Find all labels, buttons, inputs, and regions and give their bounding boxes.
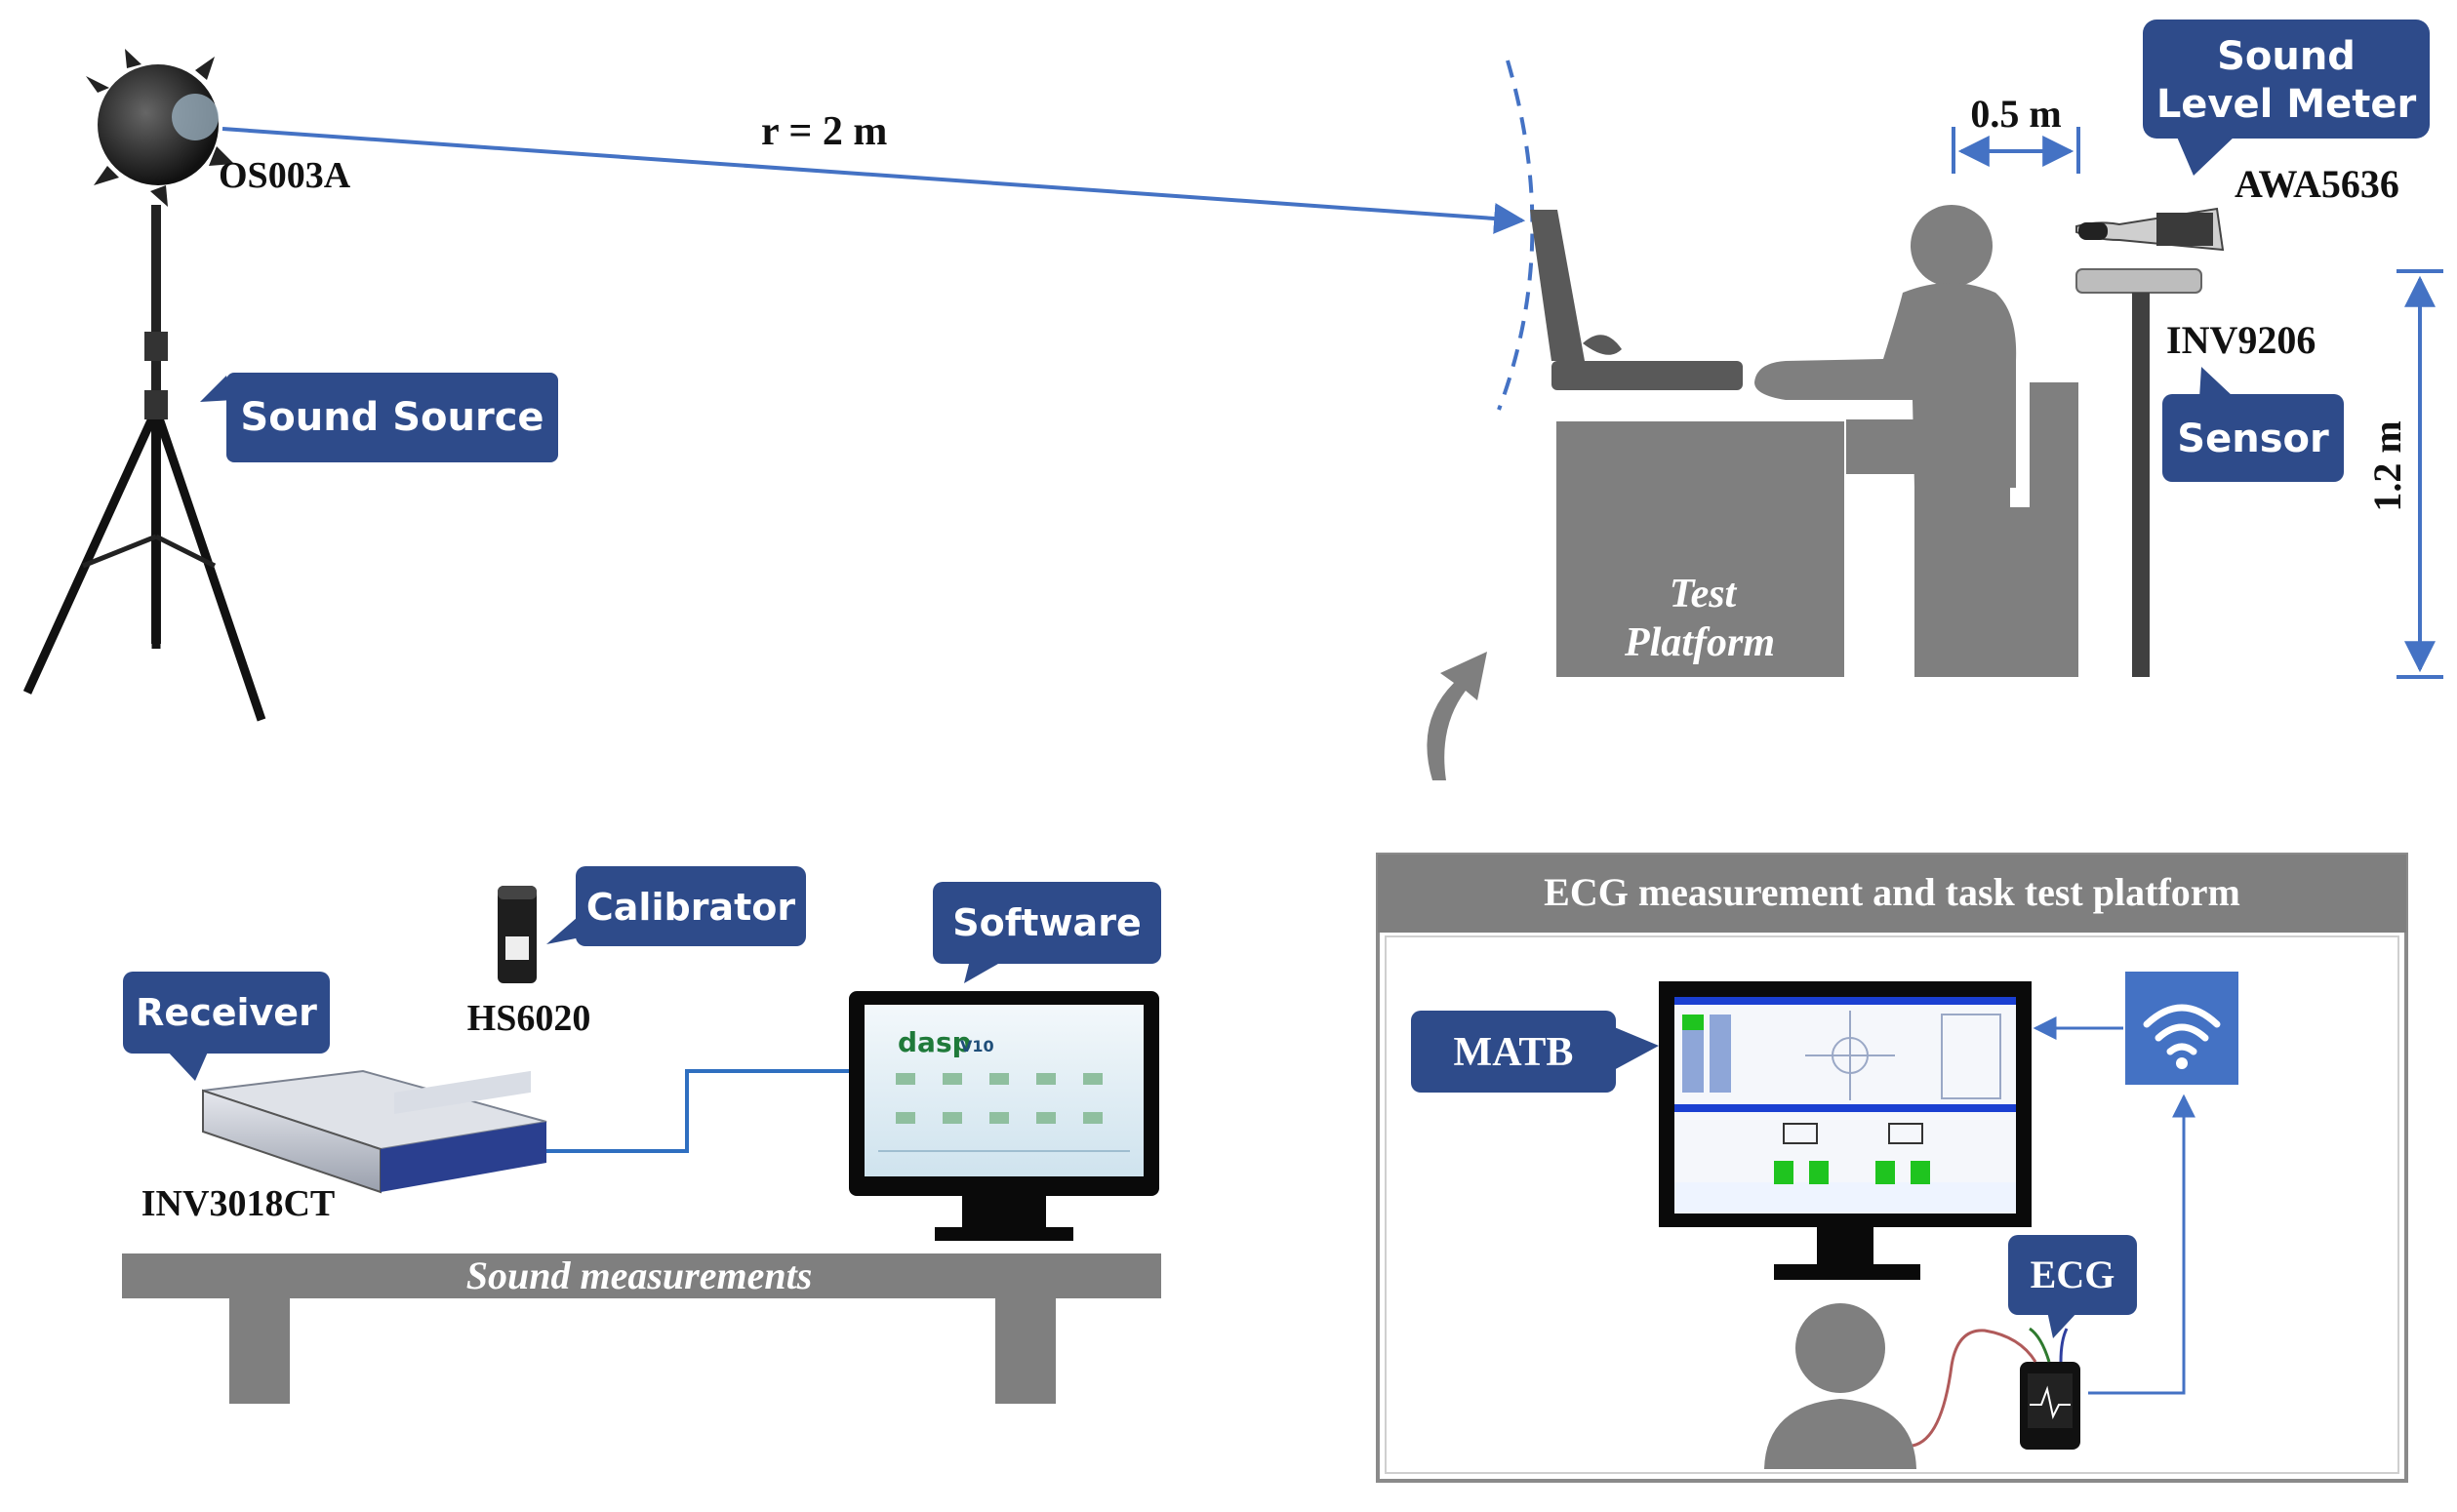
subject-person-icon <box>1764 1303 1916 1469</box>
ecg-to-wifi-arrow <box>2088 1094 2195 1395</box>
monitor-icon <box>1659 981 2032 1280</box>
receiver-callout: Receiver <box>123 972 330 1081</box>
spacing-label: 0.5 m <box>1970 92 2061 136</box>
calibrator-callout: Calibrator <box>546 866 806 946</box>
sensor-callout-text: Sensor <box>2177 417 2329 461</box>
calibrator-model-label: HS6020 <box>467 998 591 1039</box>
test-platform-desk <box>1556 421 1844 677</box>
distance-label: r = 2 m <box>761 109 887 154</box>
software-version: V10 <box>960 1037 994 1055</box>
sensor-callout: Sensor <box>2162 367 2344 482</box>
source-model-label: OS003A <box>219 155 351 196</box>
ecg-callout-text: ECG <box>2031 1253 2115 1296</box>
receiver-model-label: INV3018CT <box>141 1183 335 1224</box>
receiver-cable <box>546 1069 851 1153</box>
spacing-dimension <box>1952 127 2080 174</box>
curved-arrow-icon <box>1427 652 1487 780</box>
distance-arrow <box>222 127 1526 234</box>
matb-callout-text: MATB <box>1454 1030 1574 1075</box>
ecg-device-icon <box>1912 1327 2080 1450</box>
sound-source-tripod <box>22 205 266 722</box>
slm-callout-line1: Sound <box>2217 34 2356 79</box>
wavefront-arc <box>1497 60 1535 411</box>
laptop-icon <box>1530 210 1743 390</box>
sound-level-meter-icon <box>2075 207 2225 252</box>
sensor-icon <box>2075 268 2202 677</box>
receiver-callout-text: Receiver <box>136 991 317 1034</box>
slm-callout: Sound Level Meter <box>2143 20 2430 176</box>
software-monitor-icon <box>849 991 1159 1241</box>
ecg-panel <box>1376 853 2408 1483</box>
slm-callout-line2: Level Meter <box>2156 82 2417 127</box>
software-callout: Software <box>933 882 1161 983</box>
software-callout-text: Software <box>952 901 1141 944</box>
speaker-icon <box>86 49 234 207</box>
height-dimension <box>2397 269 2443 679</box>
chair-icon <box>1914 382 2078 677</box>
platform-label-line1: Test <box>1670 572 1738 617</box>
sound-source-callout-text: Sound Source <box>240 395 544 440</box>
calibrator-callout-text: Calibrator <box>586 886 795 929</box>
matb-callout: MATB <box>1411 1011 1659 1093</box>
height-label: 1.2 m <box>2365 420 2409 511</box>
sound-measurement-bench <box>122 1253 1161 1404</box>
receiver-device-icon <box>202 1069 547 1194</box>
platform-label-line2: Platform <box>1624 620 1775 665</box>
sound-source-callout: Sound Source <box>200 373 558 462</box>
bench-label: Sound measurements <box>466 1253 813 1297</box>
software-logo: dasp <box>898 1026 972 1058</box>
ecg-panel-title: ECG measurement and task test platform <box>1544 870 2240 914</box>
calibrator-icon <box>498 886 537 983</box>
slm-model-label: AWA5636 <box>2235 162 2399 206</box>
ecg-panel-inner <box>1385 935 2399 1474</box>
wifi-icon <box>2125 972 2238 1085</box>
ecg-callout: ECG <box>2008 1235 2137 1338</box>
sensor-model-label: INV9206 <box>2166 318 2316 362</box>
